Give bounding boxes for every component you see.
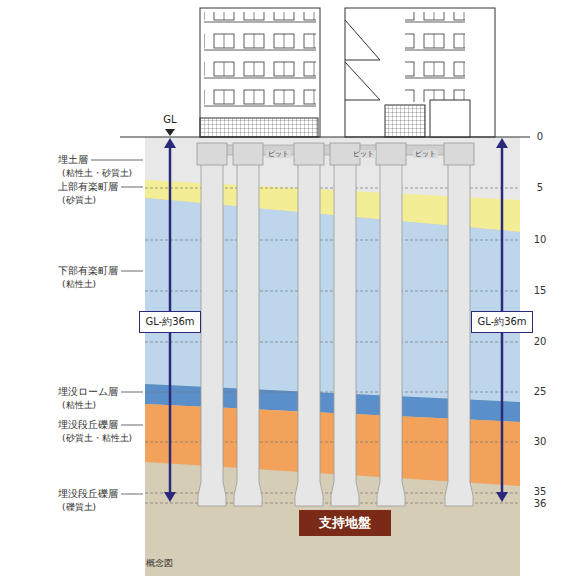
pile — [445, 163, 473, 506]
pile — [377, 163, 405, 506]
layer-label: (粘性土・砂質土) — [62, 168, 132, 179]
layer-label: (砂質土) — [62, 195, 96, 206]
pit-label: ピット — [413, 150, 438, 158]
layer-label: 埋土層 — [58, 154, 88, 166]
depth-number: 35 — [534, 486, 547, 498]
leader-line — [121, 425, 143, 426]
pile — [295, 163, 323, 506]
bearing-ground — [145, 137, 520, 576]
layer-label: (砂質土・粘性土) — [62, 433, 132, 444]
pile — [234, 163, 262, 506]
depth-number: 0 — [537, 131, 543, 143]
depth-box: GL-約36m — [471, 311, 532, 333]
bearing-ground-box: 支持地盤 — [299, 510, 391, 536]
leader-line — [121, 392, 143, 393]
node-text: GL-約36m — [477, 315, 526, 329]
pile-cap — [233, 143, 263, 165]
layer-label: 上部有楽町層 — [58, 181, 118, 193]
depth-arrows — [164, 138, 508, 502]
gl-mark — [165, 129, 175, 136]
piles — [197, 143, 474, 506]
layer-label: (礫質土) — [62, 502, 96, 513]
depth-number: 20 — [534, 336, 547, 348]
depth-number: 10 — [534, 234, 547, 246]
pile-cap — [444, 143, 474, 165]
layer-label: 埋没段丘礫層 — [58, 488, 118, 500]
gl-label: GL — [163, 114, 176, 126]
pile — [198, 163, 226, 506]
pile-cap — [294, 143, 324, 165]
pile-cap — [376, 143, 406, 165]
caption: 概念図 — [146, 558, 173, 569]
pit-label: ピット — [266, 150, 291, 158]
layer-label: 埋没段丘礫層 — [58, 419, 118, 431]
depth-box: GL-約36m — [139, 311, 200, 333]
layer-label: 埋没ローム層 — [58, 386, 118, 398]
building — [120, 8, 530, 137]
node-text: GL-約36m — [145, 315, 194, 329]
depth-number: 15 — [534, 285, 547, 297]
layer-label: (粘性土) — [62, 400, 96, 411]
leader-line — [121, 187, 143, 188]
depth-number: 25 — [534, 386, 547, 398]
node-text: 支持地盤 — [319, 514, 371, 532]
depth-number: 5 — [537, 182, 543, 194]
layer-label: (粘性土) — [62, 279, 96, 290]
pit-label: ピット — [351, 150, 376, 158]
depth-number: 30 — [534, 436, 547, 448]
leader-line — [121, 271, 143, 272]
pile-cap — [197, 143, 227, 165]
leader-line — [91, 160, 143, 161]
layer-label: 下部有楽町層 — [58, 265, 118, 277]
pile — [331, 163, 359, 506]
depth-number: 36 — [534, 498, 547, 510]
leader-line — [121, 494, 143, 495]
